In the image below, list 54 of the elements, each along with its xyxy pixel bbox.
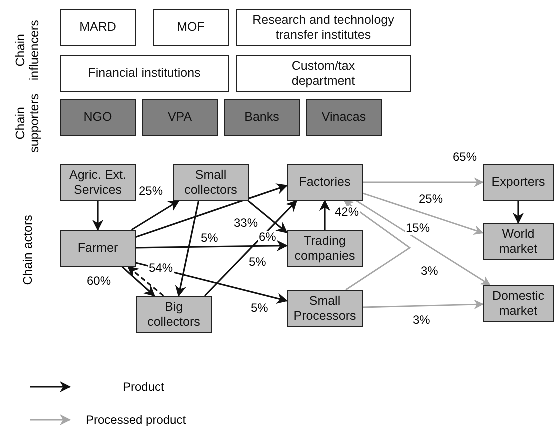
supporter-box: Vinacas — [306, 99, 382, 136]
actor-box: Domestic market — [483, 285, 554, 322]
supporter-box: Banks — [224, 99, 300, 136]
actor-box: Exporters — [483, 164, 554, 201]
influencer-box: Custom/tax department — [236, 55, 411, 92]
edge-label: 25% — [138, 185, 164, 198]
arrow — [204, 200, 298, 297]
actor-box: Small Processors — [287, 290, 363, 327]
arrow — [362, 192, 484, 235]
edge-label: 5% — [250, 302, 270, 316]
arrow — [319, 200, 331, 230]
arrow — [136, 184, 288, 238]
legend-label: Product — [123, 380, 164, 394]
arrow — [356, 200, 491, 286]
influencer-box: MOF — [153, 9, 229, 46]
arrow — [248, 200, 288, 234]
edge-label: 65% — [452, 151, 478, 164]
supporter-box: VPA — [142, 99, 218, 136]
actor-box: Big collectors — [136, 296, 212, 333]
row-label: Chain influencers — [14, 18, 42, 82]
arrow — [344, 200, 412, 291]
arrow — [131, 200, 180, 231]
edge-label: 6% — [258, 231, 278, 244]
edge-label: 3% — [412, 314, 432, 328]
edge-label: 60% — [86, 275, 112, 288]
arrow — [362, 300, 484, 310]
influencer-box: MARD — [60, 9, 136, 46]
edge-label: 54% — [148, 262, 174, 276]
supporter-box: NGO — [60, 99, 136, 136]
arrow — [136, 240, 288, 252]
actor-box: Small collectors — [173, 164, 249, 201]
arrow — [175, 200, 200, 298]
edge-label: 15% — [405, 222, 432, 236]
row-label: Chain supporters — [14, 92, 42, 154]
actor-box: Agric. Ext. Services — [60, 164, 136, 201]
edge-label: 25% — [418, 193, 444, 206]
actor-box: Factories — [287, 164, 363, 201]
arrow — [363, 178, 484, 188]
actor-box: Trading companies — [287, 230, 363, 267]
edge-label: 42% — [334, 206, 360, 220]
edge-label: 33% — [233, 217, 260, 230]
arrow — [512, 201, 524, 224]
edge-label: 3% — [420, 265, 440, 278]
actor-box: Farmer — [60, 230, 136, 267]
edge-label: 5% — [248, 256, 268, 270]
influencer-box: Research and technology transfer institutes — [236, 9, 411, 46]
actor-box: World market — [483, 223, 554, 260]
legend-label: Processed product — [86, 413, 186, 427]
edge-label: 5% — [200, 232, 220, 246]
arrow — [122, 266, 156, 297]
arrow — [92, 201, 104, 232]
influencer-box: Financial institutions — [60, 55, 229, 92]
arrow — [127, 266, 164, 297]
row-label: Chain actors — [20, 215, 36, 286]
